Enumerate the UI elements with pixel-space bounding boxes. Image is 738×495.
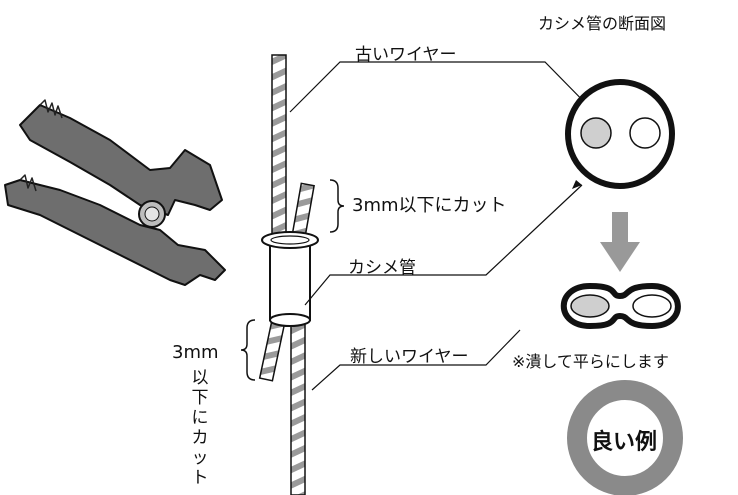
flattened-sleeve-icon	[560, 282, 681, 330]
good-example-label: 良い例	[591, 430, 658, 455]
sleeve-leader	[304, 184, 583, 306]
cut-bottom-brace	[240, 319, 256, 381]
cut-bottom-vertical-label: 以下にカット	[191, 368, 209, 488]
new-wire-label: 新しいワイヤー	[350, 347, 469, 367]
cut-bottom-label: 3mm	[172, 342, 219, 363]
new-wire-leader	[311, 329, 521, 391]
cut-top-label: 3mm以下にカット	[352, 195, 507, 216]
new-wire-icon	[258, 182, 315, 495]
crimp-sleeve-icon	[261, 231, 319, 327]
down-arrow-icon	[600, 212, 640, 272]
good-example-icon	[567, 380, 683, 495]
sleeve-label: カシメ管	[348, 258, 416, 278]
old-wire-icon	[271, 54, 287, 246]
leader-lines	[289, 61, 601, 391]
old-wire-leader	[289, 61, 601, 119]
crimping-pliers-icon	[4, 99, 226, 286]
flatten-note: ※潰して平らにします	[512, 352, 669, 371]
old-wire-label: 古いワイヤー	[355, 45, 457, 65]
cut-top-brace	[329, 179, 345, 233]
cross-section-icon	[565, 79, 675, 189]
cross-section-title: カシメ管の断面図	[538, 14, 667, 33]
